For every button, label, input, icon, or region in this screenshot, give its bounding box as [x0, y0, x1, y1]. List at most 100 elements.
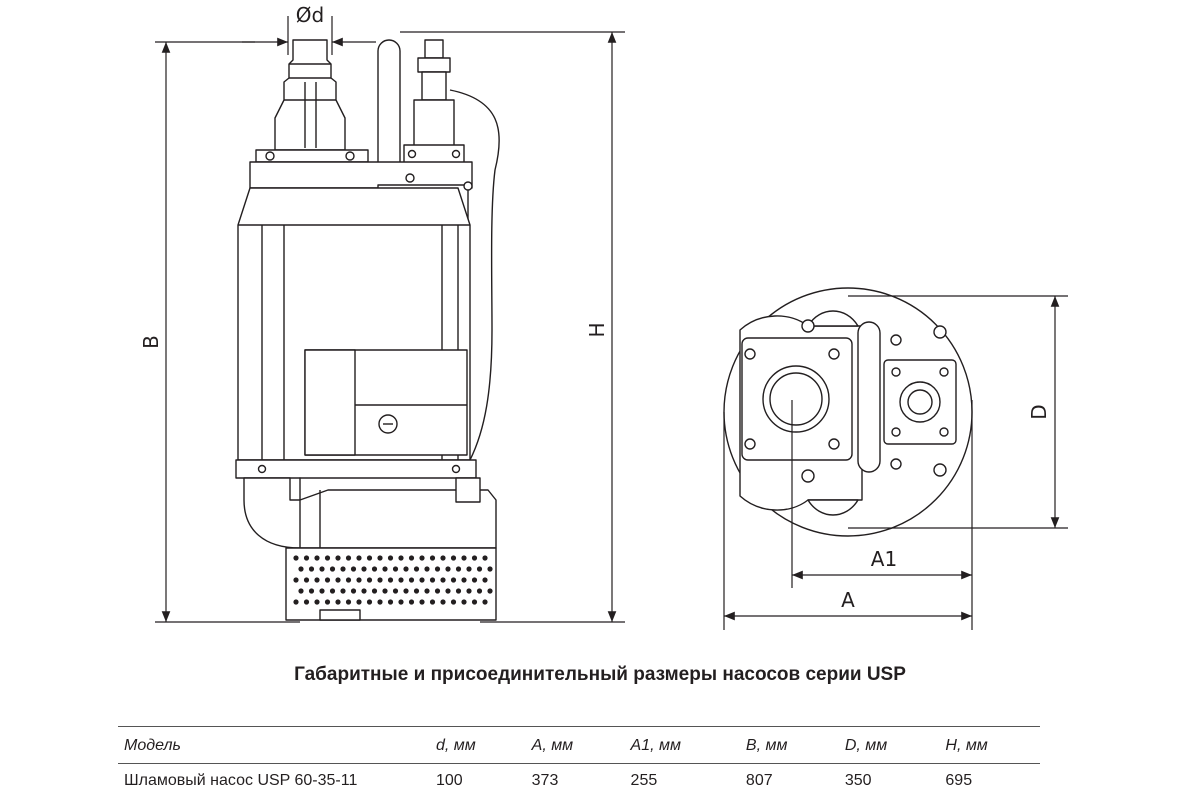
perforation-dot — [308, 588, 315, 594]
dim-label-A1: A1 — [871, 547, 897, 571]
perforation-dot — [419, 599, 425, 605]
perforation-dot — [450, 555, 457, 561]
perforation-dot — [345, 599, 352, 605]
perforation-dot — [303, 599, 310, 605]
perforation-dot — [471, 555, 478, 561]
perforation-dot — [429, 555, 436, 561]
perforation-dot — [408, 599, 415, 605]
col-header-b: B, мм — [739, 726, 839, 764]
side-view-dimensions — [155, 16, 625, 623]
perforation-dot — [387, 577, 394, 583]
perforation-dot — [461, 599, 467, 605]
perforation-dot — [308, 566, 315, 572]
table-header-row: Модель d, мм A, мм A1, мм B, мм D, мм H,… — [118, 726, 1040, 764]
cell-h: 695 — [945, 772, 973, 789]
perforation-dot — [377, 599, 383, 605]
diagram-caption: Габаритные и присоединительный размеры н… — [294, 664, 906, 685]
dim-label-b: B — [139, 335, 163, 349]
perforation-dot — [366, 577, 373, 583]
pump-side-view — [235, 39, 500, 621]
perforation-dot — [314, 555, 320, 561]
cell-d: 100 — [436, 772, 463, 789]
perforation-dot — [419, 577, 425, 583]
perforation-dot — [434, 566, 441, 572]
perforation-dot — [382, 588, 388, 594]
top-view-dimensions — [723, 295, 1068, 630]
dimensions-table: Модель d, мм A, мм A1, мм B, мм D, мм H,… — [118, 726, 1040, 798]
perforation-dot — [476, 566, 483, 572]
perforation-dot — [350, 566, 357, 572]
perforation-dot — [450, 599, 457, 605]
perforation-dot — [482, 599, 488, 605]
perforation-dot — [298, 588, 304, 594]
perforation-dot — [403, 566, 409, 572]
strainer-perforations — [293, 555, 493, 605]
col-header-h: H, мм — [939, 726, 1040, 764]
perforation-dot — [408, 555, 415, 561]
perforation-dot — [403, 588, 409, 594]
perforation-dot — [419, 555, 425, 561]
perforation-dot — [482, 577, 488, 583]
col-header-dd: D, мм — [838, 726, 940, 764]
perforation-dot — [324, 555, 331, 561]
col-header-model: Модель — [118, 726, 430, 764]
perforation-dot — [303, 577, 310, 583]
perforation-dot — [340, 566, 346, 572]
perforation-dot — [434, 588, 441, 594]
perforation-dot — [345, 577, 352, 583]
cell-b: 807 — [745, 772, 773, 789]
perforation-dot — [440, 577, 446, 583]
perforation-dot — [398, 599, 404, 605]
cell-model: Шламовый насос USP 60-35-11 — [124, 772, 358, 789]
perforation-dot — [440, 555, 446, 561]
cell-dd: 350 — [844, 772, 872, 789]
perforation-dot — [319, 566, 325, 572]
perforation-dot — [455, 588, 462, 594]
perforation-dot — [350, 588, 357, 594]
perforation-dot — [487, 566, 493, 572]
perforation-dot — [424, 588, 430, 594]
perforation-dot — [398, 555, 404, 561]
perforation-dot — [466, 566, 472, 572]
perforation-dot — [461, 555, 467, 561]
cell-a: 373 — [531, 772, 559, 789]
perforation-dot — [329, 588, 336, 594]
perforation-dot — [392, 588, 399, 594]
perforation-dot — [387, 599, 394, 605]
perforation-dot — [293, 599, 299, 605]
perforation-dot — [450, 577, 457, 583]
perforation-dot — [371, 588, 378, 594]
perforation-dot — [293, 577, 299, 583]
perforation-dot — [482, 555, 488, 561]
dim-label-h: H — [585, 322, 609, 337]
col-header-d: d, мм — [430, 726, 526, 764]
perforation-dot — [340, 588, 346, 594]
perforation-dot — [387, 555, 394, 561]
perforation-dot — [455, 566, 462, 572]
perforation-dot — [476, 588, 483, 594]
perforation-dot — [345, 555, 352, 561]
perforation-dot — [461, 577, 467, 583]
perforation-dot — [424, 566, 430, 572]
dim-label-A: A — [841, 588, 855, 612]
perforation-dot — [429, 577, 436, 583]
perforation-dot — [371, 566, 378, 572]
perforation-dot — [471, 577, 478, 583]
pump-drawing: Ød B H — [139, 3, 1068, 630]
perforation-dot — [392, 566, 399, 572]
perforation-dot — [303, 555, 310, 561]
perforation-dot — [335, 577, 341, 583]
perforation-dot — [335, 555, 341, 561]
perforation-dot — [377, 555, 383, 561]
perforation-dot — [366, 555, 373, 561]
dim-label-D: D — [1027, 404, 1051, 419]
perforation-dot — [440, 599, 446, 605]
perforation-dot — [324, 599, 331, 605]
perforation-dot — [356, 577, 362, 583]
perforation-dot — [298, 566, 304, 572]
col-header-a: A, мм — [525, 726, 625, 764]
perforation-dot — [445, 566, 451, 572]
cell-a1: 255 — [630, 772, 658, 789]
dim-label-d: Ød — [296, 3, 324, 27]
perforation-dot — [366, 599, 373, 605]
